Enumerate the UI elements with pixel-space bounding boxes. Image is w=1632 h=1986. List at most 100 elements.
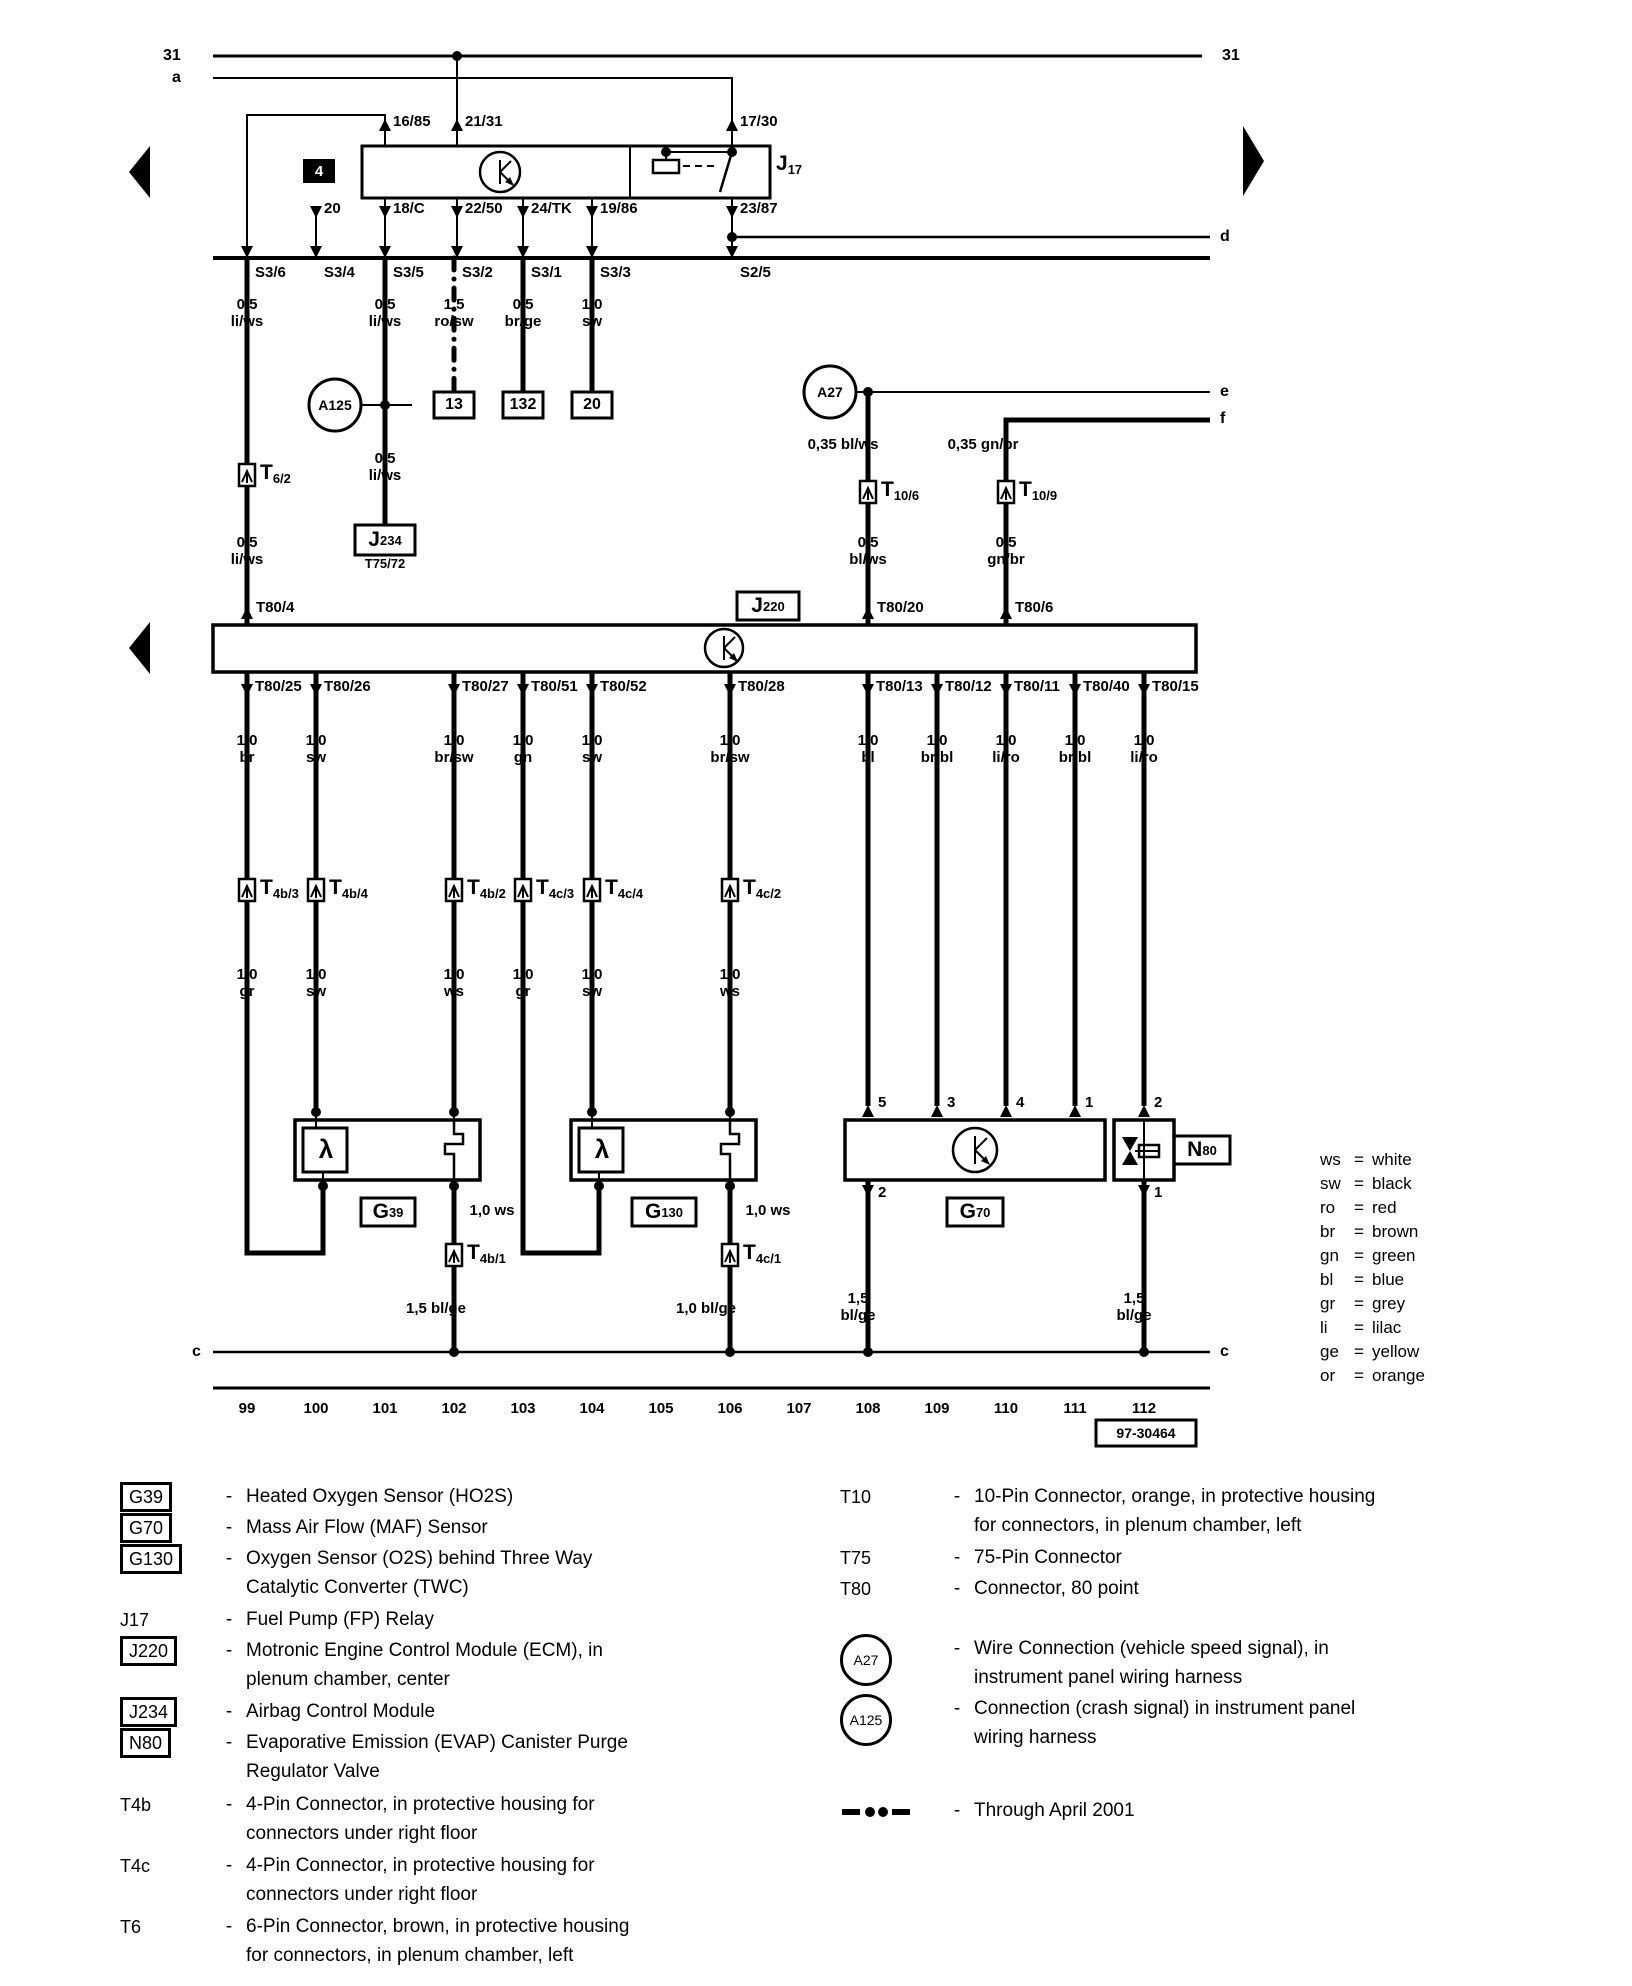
track-106: 106	[717, 1400, 743, 1417]
connector-t4c-3-label: T4c/3	[536, 876, 575, 901]
legend-item-a125: A125- Connection (crash signal) in instr…	[840, 1694, 1540, 1752]
legend-item-t4c: T4c- 4-Pin Connector, in protective hous…	[120, 1855, 595, 1905]
pin-18-c: 18/C	[393, 200, 425, 217]
connection-a27: A27	[817, 384, 843, 400]
rail-s3-2: S3/2	[462, 264, 493, 281]
pin-t80-13: T80/13	[876, 678, 923, 695]
wires-below-rail	[237, 255, 614, 625]
track-99: 99	[238, 1400, 256, 1417]
track-100: 100	[303, 1400, 329, 1417]
color-legend-row: ro=red	[1320, 1198, 1397, 1217]
relay-j17-symbol	[303, 144, 772, 200]
rail-s3-3: S3/3	[600, 264, 631, 281]
legend-item-t80: T80- Connector, 80 point	[840, 1578, 1139, 1599]
a27-e-f-section	[802, 364, 1210, 625]
connector-t6-2-label: T6/2	[260, 461, 291, 486]
n80-valve-symbol	[1112, 1105, 1232, 1352]
legend-item-t6: T6- 6-Pin Connector, brown, in protectiv…	[120, 1916, 630, 1966]
rail-s3-6: S3/6	[255, 264, 286, 281]
color-legend-row: sw=black	[1320, 1174, 1412, 1193]
bus-lines	[213, 51, 1202, 258]
wire-label: 1,0 bl/ge	[675, 1300, 737, 1317]
color-legend-row: ge=yellow	[1320, 1342, 1420, 1361]
connector-t4b-4-label: T4b/4	[329, 876, 368, 901]
pin-22-50: 22/50	[465, 200, 503, 217]
pin-t80-25: T80/25	[255, 678, 302, 695]
g70-pin-4: 4	[1016, 1094, 1025, 1111]
dash-dot-line-icon	[842, 1807, 910, 1817]
track-108: 108	[855, 1400, 881, 1417]
color-legend-row: gn=green	[1320, 1246, 1416, 1265]
connection-a125: A125	[318, 397, 352, 413]
rail-s3-4: S3/4	[324, 264, 355, 281]
lambda-icon: λ	[318, 1134, 334, 1164]
line-c-right-label: c	[1220, 1343, 1229, 1360]
rail-s2-5: S2/5	[740, 264, 771, 281]
a125-circle-badge: A125	[840, 1694, 892, 1746]
j234-t75-72-label: T75/72	[364, 556, 406, 571]
legend-item-a27: A27- Wire Connection (vehicle speed sign…	[840, 1634, 1540, 1692]
track-112: 112	[1131, 1400, 1157, 1417]
g70-pin-5: 5	[878, 1094, 887, 1111]
connector-t4c-1-label: T4c/1	[743, 1241, 782, 1266]
rail-s3-5: S3/5	[393, 264, 424, 281]
wire-label: 1,0 ws	[469, 1202, 515, 1219]
pin-t80-4: T80/4	[256, 599, 295, 616]
wire-label: 0,35 bl/ws	[807, 436, 879, 453]
wires-below-ecm	[237, 672, 1150, 1256]
pin-24-tk: 24/TK	[531, 200, 572, 217]
terminal-13: 13	[445, 396, 463, 413]
g130-sensor-symbol	[569, 1107, 758, 1352]
legend-item-g70: G70- Mass Air Flow (MAF) Sensor	[120, 1513, 810, 1543]
pin-t80-6: T80/6	[1015, 599, 1054, 616]
legend-item-through-april: - Through April 2001	[840, 1796, 1540, 1825]
line-d-label: d	[1220, 228, 1230, 245]
legend-item-g130: G130- Oxygen Sensor (O2S) behind Three W…	[120, 1544, 810, 1602]
track-111: 111	[1063, 1400, 1087, 1417]
connector-t10-6-label: T10/6	[881, 478, 920, 503]
relay-pin-wires	[241, 119, 738, 258]
track-110: 110	[993, 1400, 1019, 1417]
wire-label: 1,0 ws	[745, 1202, 791, 1219]
pin-t80-26: T80/26	[324, 678, 371, 695]
line-c-left-label: c	[192, 1343, 201, 1360]
line-f-label: f	[1220, 410, 1226, 427]
legend-item-n80: N80- Evaporative Emission (EVAP) Caniste…	[120, 1728, 810, 1786]
connector-t4c-2-label: T4c/2	[743, 876, 782, 901]
bus-a-label: a	[172, 69, 181, 86]
g70-sensor-symbol	[843, 1105, 1107, 1352]
color-legend-row: ws=white	[1320, 1150, 1412, 1169]
legend-item-j234: J234- Airbag Control Module	[120, 1697, 810, 1727]
track-101: 101	[372, 1400, 398, 1417]
track-103: 103	[510, 1400, 536, 1417]
n80-pin-1: 1	[1154, 1184, 1163, 1201]
pin-16-85: 16/85	[393, 113, 431, 130]
track-105: 105	[648, 1400, 674, 1417]
color-legend-row: li=lilac	[1320, 1318, 1402, 1337]
ecm-j220-symbol	[211, 590, 1198, 674]
